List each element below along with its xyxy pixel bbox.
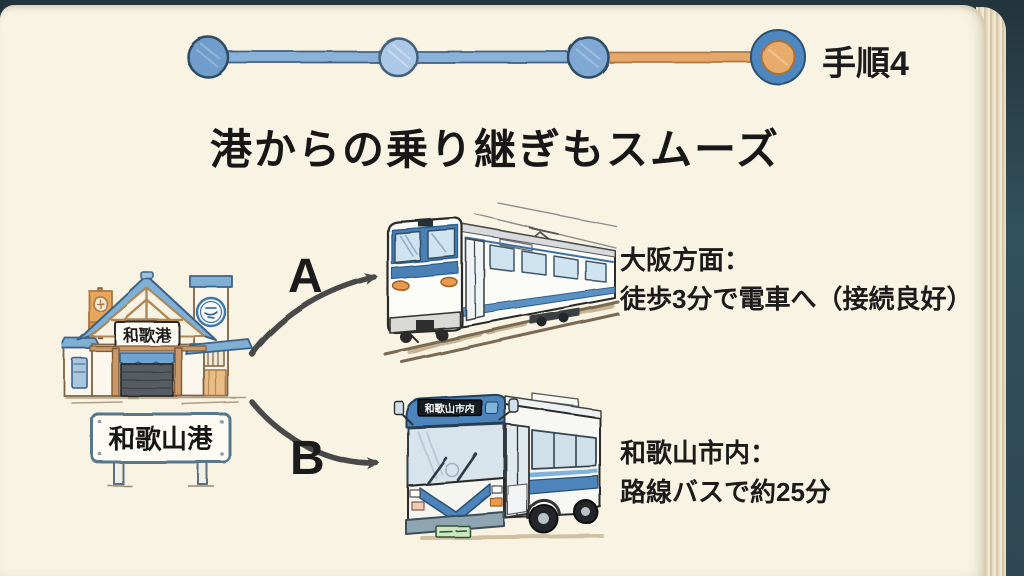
headlight [409, 489, 421, 498]
progress-dot-2 [377, 36, 419, 78]
headlight [491, 485, 503, 494]
branch-arrows [249, 273, 380, 470]
option-b-destination: 和歌山市内： [620, 438, 777, 468]
station-sign: 和歌山港 [90, 412, 232, 487]
option-a-destination: 大阪方面： [620, 245, 751, 275]
license-plate [435, 525, 471, 538]
left-mirror [393, 400, 404, 415]
front-chevron [419, 483, 491, 523]
bus-destination-label: 和歌山市内 [424, 403, 475, 416]
annex-door [71, 357, 88, 389]
progress-bar [186, 29, 806, 85]
option-b-caption: 和歌山市内： 路線バスで約25分 [620, 434, 831, 512]
tower-emblem-icon [195, 296, 227, 328]
station-sign-label: 和歌山港 [109, 424, 214, 454]
bus-door [505, 423, 530, 519]
port-building-illustration: 和歌港 和歌山港 [62, 271, 253, 487]
right-mirror [508, 398, 519, 413]
side-windows [531, 429, 597, 470]
progress-dot-1 [186, 35, 230, 79]
progress-dot-4-active [750, 29, 806, 85]
option-b-detail: 路線バスで約25分 [620, 477, 831, 507]
option-a-caption: 大阪方面： 徒歩3分で電車へ（接続良好） [620, 241, 972, 319]
bus-illustration: 和歌山市内 [393, 392, 604, 540]
bumper [405, 511, 505, 535]
option-b-label: B [290, 432, 325, 485]
headlight-left [392, 280, 410, 292]
headlight-right [440, 276, 458, 288]
progress-dot-3 [566, 35, 610, 79]
wipers [426, 452, 478, 485]
bus-destination-sign: 和歌山市内 [417, 399, 499, 417]
page-title: 港からの乗り継ぎもスムーズ [210, 126, 780, 173]
building-sign-label: 和歌港 [123, 326, 172, 345]
option-a-detail: 徒歩3分で電車へ（接続良好） [620, 284, 973, 314]
option-a-label: A [288, 250, 323, 303]
step-label: 手順4 [822, 45, 909, 83]
train-front [386, 216, 464, 343]
progress-line-active [587, 51, 759, 63]
coupler [416, 320, 434, 331]
train-illustration [383, 202, 620, 364]
building-sign: 和歌港 [114, 321, 180, 349]
windshield [407, 423, 505, 487]
roof-ac-unit [531, 392, 579, 407]
